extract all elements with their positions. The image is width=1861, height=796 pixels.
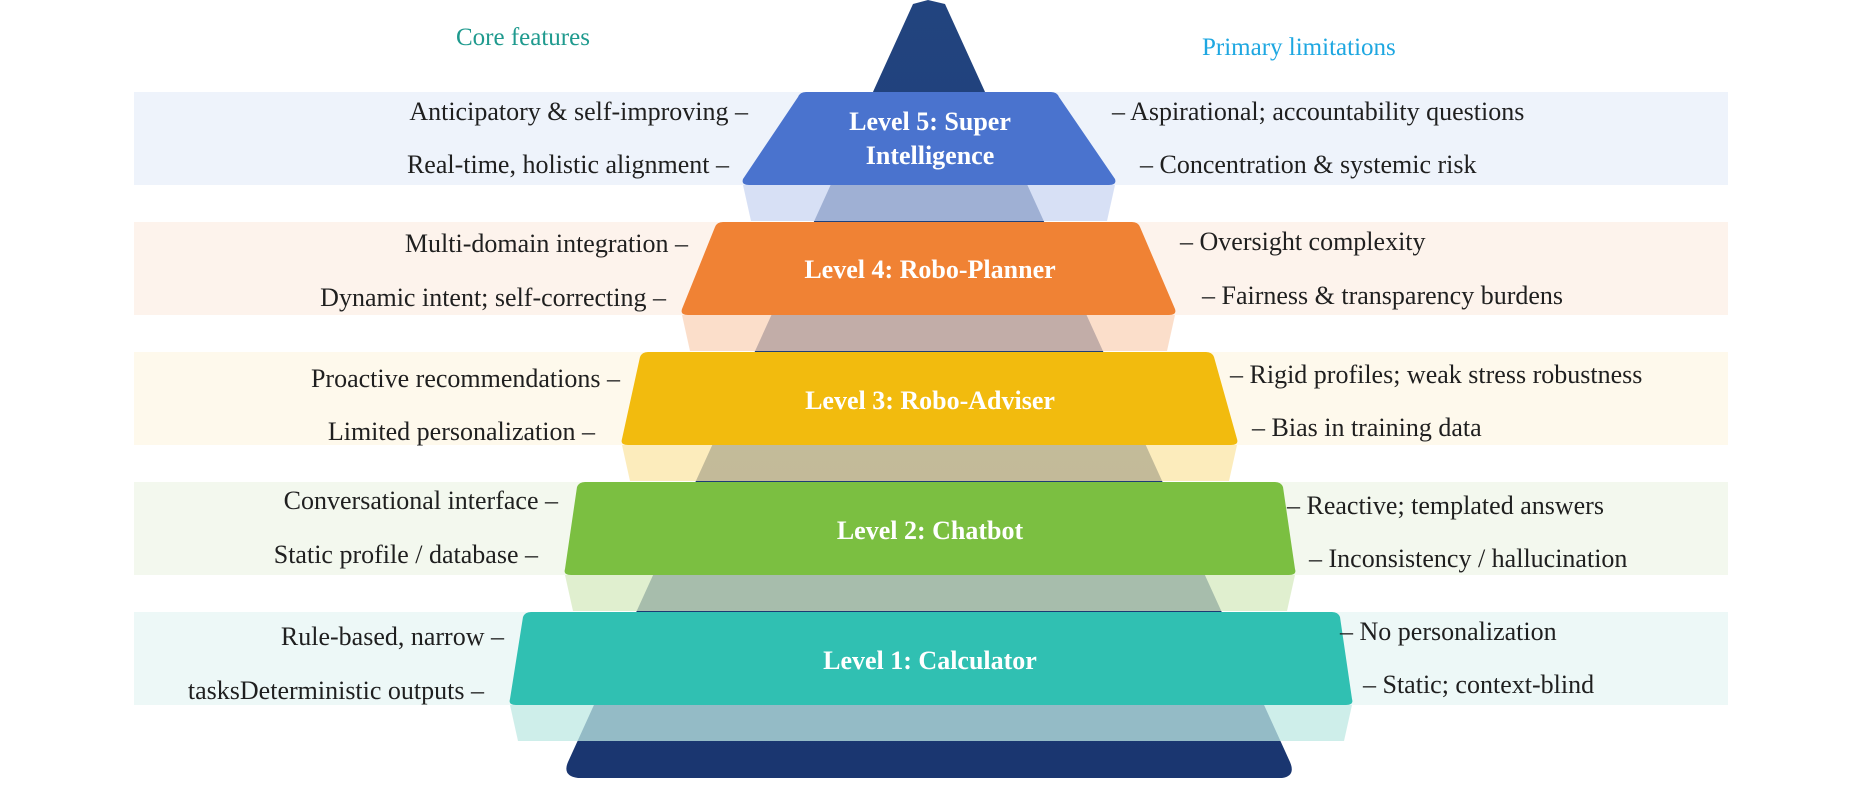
level-2-label: Level 2: Chatbot [836,516,1024,545]
level-3-feature-1: Proactive recommendations – [310,364,620,393]
level-1-feature-2: tasksDeterministic outputs – [187,676,484,705]
level-4-limitation-1: – Oversight complexity [1180,227,1426,256]
level-5-label-line-2: Intelligence [865,141,995,170]
level-2-reflection [565,575,1295,611]
level-2-feature-2: Static profile / database – [273,540,538,569]
level-4-limitation-2: – Fairness & transparency burdens [1202,281,1564,310]
level-4-reflection [682,315,1175,351]
level-3-limitation-2: – Bias in training data [1252,413,1482,442]
level-5-feature-2: Real-time, holistic alignment – [406,150,729,179]
level-5-slab [742,92,1116,185]
level-1-slab [509,612,1353,705]
level-3-slab [621,352,1238,445]
level-5-limitation-1: – Aspirational; accountability questions [1112,97,1525,126]
level-5-label: Level 5: Super Intelligence [780,105,1080,173]
primary-limitations-header: Primary limitations [1202,34,1396,61]
core-features-header: Core features [456,24,590,51]
level-2-slab [564,482,1296,575]
level-5-reflection [743,185,1115,221]
level-5-limitation-2: – Concentration & systemic risk [1140,150,1477,179]
level-5-feature-1: Anticipatory & self-improving – [409,97,748,126]
level-4-slab [681,222,1176,315]
level-2-limitation-2: – Inconsistency / hallucination [1309,544,1628,573]
level-3-limitation-1: – Rigid profiles; weak stress robustness [1230,360,1643,389]
level-2-limitation-1: – Reactive; templated answers [1287,491,1604,520]
level-4-feature-2: Dynamic intent; self-correcting – [320,283,666,312]
level-1-reflection [510,705,1352,741]
level-3-label: Level 3: Robo-Adviser [805,386,1055,415]
level-5-label-line-1: Level 5: Super [849,107,1011,136]
level-4-feature-1: Multi-domain integration – [404,229,688,258]
level-1-limitation-1: – No personalization [1340,617,1557,646]
level-1-feature-1: Rule-based, narrow – [280,622,504,651]
level-2-feature-1: Conversational interface – [283,486,558,515]
level-4-label: Level 4: Robo-Planner [804,255,1056,284]
level-1-label: Level 1: Calculator [823,646,1037,675]
level-3-reflection [622,445,1237,481]
level-3-feature-2: Limited personalization – [327,417,595,446]
level-1-limitation-2: – Static; context-blind [1363,670,1595,699]
